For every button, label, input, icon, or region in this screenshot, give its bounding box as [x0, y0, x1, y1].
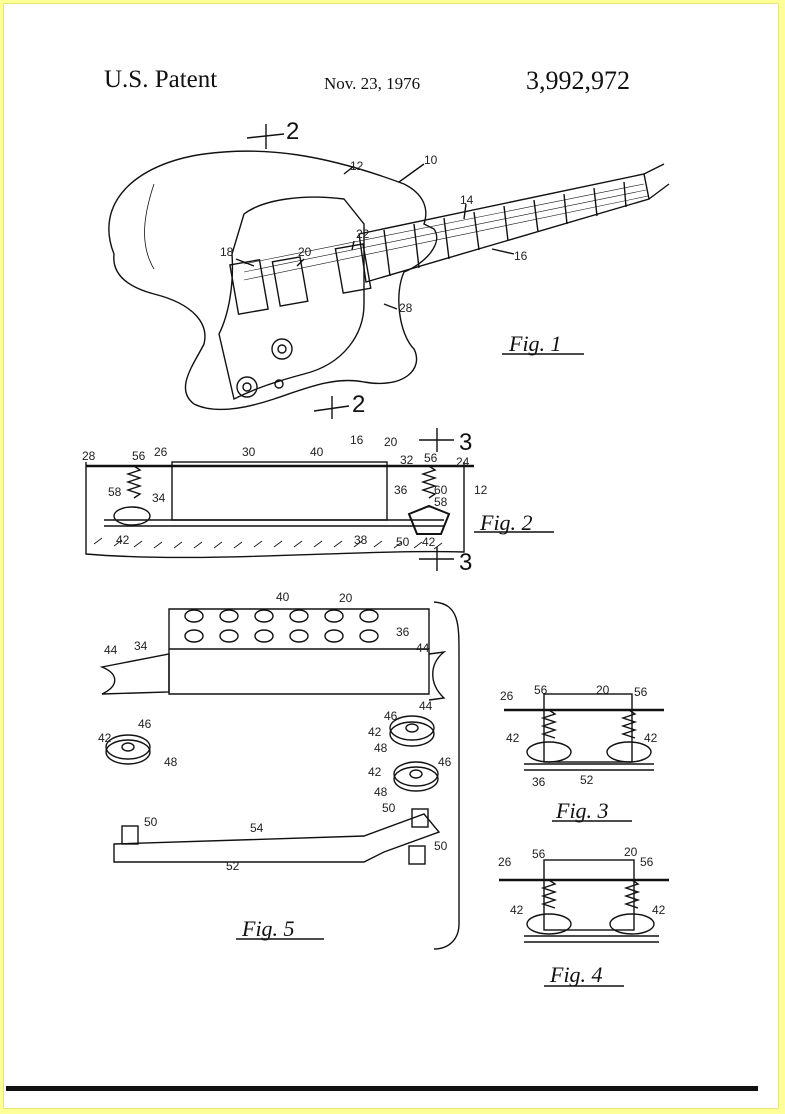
ref-20-fig4: 20	[624, 845, 638, 859]
drawing-canvas: 2 2 3 3 Fig. 1 Fig. 2 Fig. 3 Fig. 4 Fig.…	[4, 4, 780, 1110]
fig4-drawing	[499, 860, 669, 942]
ref-20-fig3: 20	[596, 683, 610, 697]
ref-44-fig5-left: 44	[104, 643, 118, 657]
ref-16-fig1: 16	[514, 249, 528, 263]
section-mark-3-top: 3	[459, 429, 472, 456]
ref-44-fig5-right-top: 44	[416, 641, 430, 655]
ref-58-fig2-right: 58	[434, 495, 448, 509]
ref-46-fig5-left: 46	[138, 717, 152, 731]
ref-16-fig2: 16	[350, 433, 364, 447]
bottom-rule	[6, 1086, 758, 1091]
ref-28-fig1: 28	[399, 301, 413, 315]
ref-58-fig2-left: 58	[108, 485, 122, 499]
ref-32-fig2: 32	[400, 453, 414, 467]
ref-56-fig2-right: 56	[424, 451, 438, 465]
ref-48-fig5-right-top: 48	[374, 741, 388, 755]
ref-10-fig1: 10	[424, 153, 438, 167]
ref-34-fig5: 34	[134, 639, 148, 653]
ref-28-fig2: 28	[82, 449, 96, 463]
ref-20-fig1: 20	[298, 245, 312, 259]
ref-42-fig4-right: 42	[652, 903, 666, 917]
ref-22-fig1: 22	[356, 227, 370, 241]
fig4-label: Fig. 4	[549, 962, 603, 987]
ref-56-fig3-right: 56	[634, 685, 648, 699]
ref-42-fig5-right-bottom: 42	[368, 765, 382, 779]
ref-42-fig2-right: 42	[422, 535, 436, 549]
ref-56-fig4-left: 56	[532, 847, 546, 861]
ref-52-fig5: 52	[226, 859, 240, 873]
fig1-label: Fig. 1	[508, 331, 562, 356]
ref-34-fig2: 34	[152, 491, 166, 505]
ref-20-fig5: 20	[339, 591, 353, 605]
ref-42-fig3-right: 42	[644, 731, 658, 745]
ref-44-fig5-right-bottom: 44	[419, 699, 433, 713]
ref-54-fig5: 54	[250, 821, 264, 835]
ref-56-fig4-right: 56	[640, 855, 654, 869]
ref-48-fig5-right-bottom: 48	[374, 785, 388, 799]
ref-26-fig2: 26	[154, 445, 168, 459]
section-mark-2-top: 2	[286, 118, 299, 145]
ref-56-fig2-left: 56	[132, 449, 146, 463]
fig5-exploded-drawing	[102, 602, 459, 949]
ref-42-fig5-right-top: 42	[368, 725, 382, 739]
ref-26-fig3: 26	[500, 689, 514, 703]
ref-12-fig2: 12	[474, 483, 488, 497]
ref-52-fig3: 52	[580, 773, 594, 787]
ref-46-fig5-right-bottom: 46	[438, 755, 452, 769]
ref-30-fig2: 30	[242, 445, 256, 459]
ref-42-fig2-left: 42	[116, 533, 130, 547]
ref-42-fig3-left: 42	[506, 731, 520, 745]
ref-48-fig5-left: 48	[164, 755, 178, 769]
patent-sheet: U.S. Patent Nov. 23, 1976 3,992,972	[3, 3, 779, 1109]
ref-42-fig4-left: 42	[510, 903, 524, 917]
ref-26-fig4: 26	[498, 855, 512, 869]
ref-36-fig3: 36	[532, 775, 546, 789]
ref-40-fig2: 40	[310, 445, 324, 459]
section-mark-2-bottom: 2	[352, 391, 365, 418]
fig5-label: Fig. 5	[241, 916, 295, 941]
ref-18-fig1: 18	[220, 245, 234, 259]
ref-50-fig5-right-bottom: 50	[434, 839, 448, 853]
fig3-drawing	[504, 694, 664, 770]
ref-12-fig1: 12	[350, 159, 364, 173]
fig3-label: Fig. 3	[555, 798, 609, 823]
ref-14-fig1: 14	[460, 193, 474, 207]
ref-24-fig2: 24	[456, 455, 470, 469]
ref-46-fig5-right-top: 46	[384, 709, 398, 723]
ref-40-fig5: 40	[276, 590, 290, 604]
ref-36-fig5: 36	[396, 625, 410, 639]
ref-50-fig5-right-top: 50	[382, 801, 396, 815]
ref-38-fig2: 38	[354, 533, 368, 547]
ref-56-fig3-left: 56	[534, 683, 548, 697]
ref-50-fig5-left: 50	[144, 815, 158, 829]
ref-36-fig2: 36	[394, 483, 408, 497]
ref-20-fig2: 20	[384, 435, 398, 449]
fig2-label: Fig. 2	[479, 510, 533, 535]
ref-42-fig5-left: 42	[98, 731, 112, 745]
ref-50-fig2: 50	[396, 535, 410, 549]
section-mark-3-bottom: 3	[459, 549, 472, 576]
fig1-guitar-drawing	[109, 124, 669, 419]
